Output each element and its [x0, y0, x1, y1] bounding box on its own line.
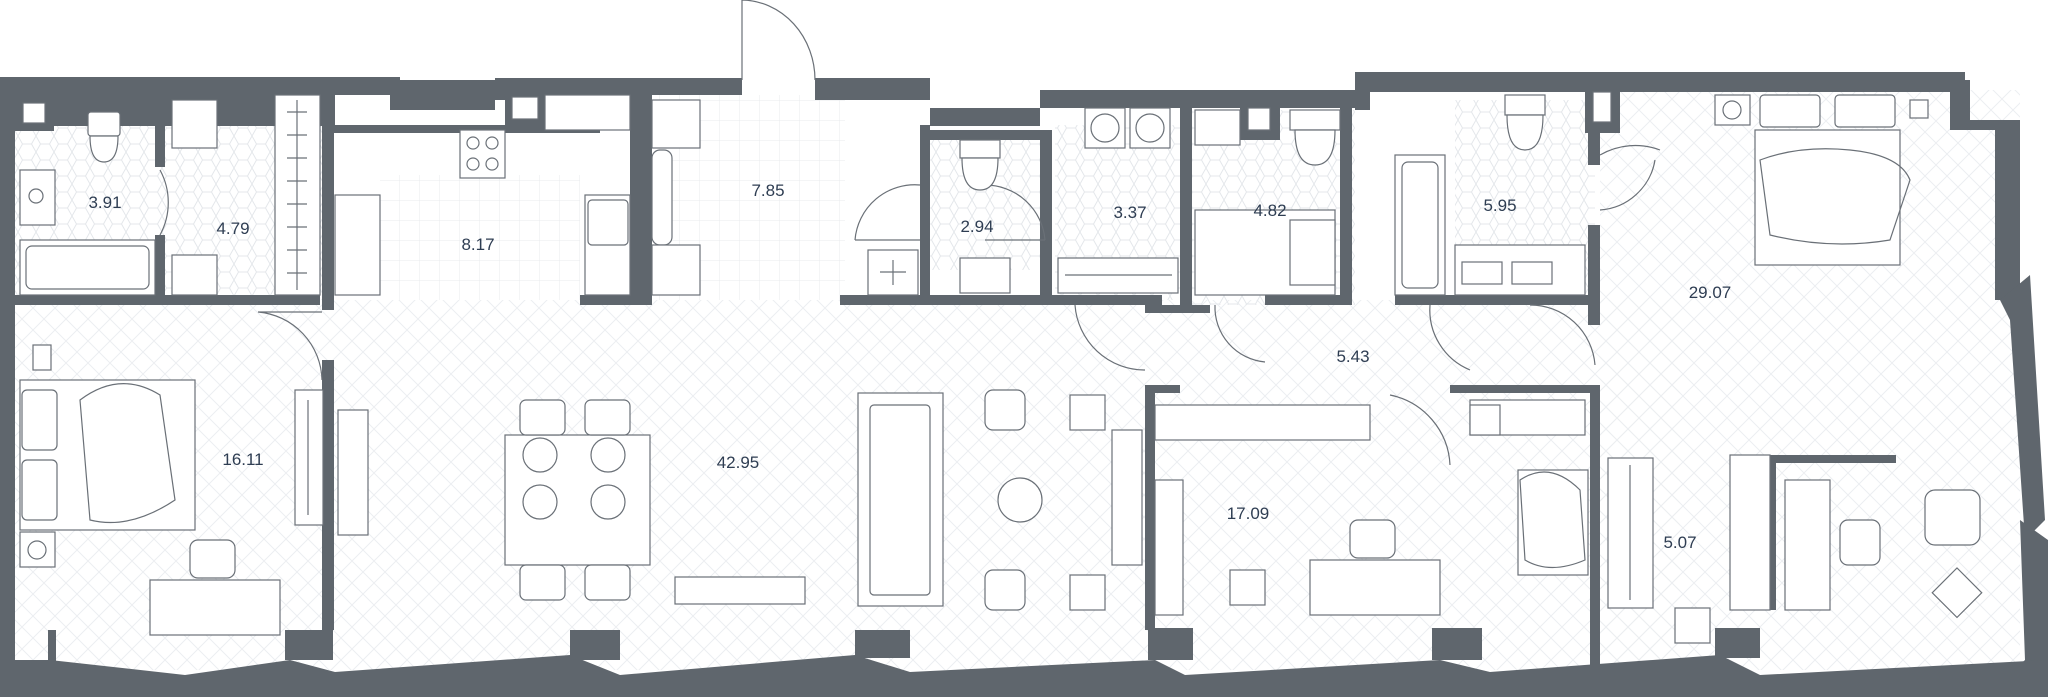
walls — [0, 72, 2048, 697]
room-area-wardrobe-1: 4.79 — [216, 219, 249, 238]
room-area-bath-2: 4.82 — [1253, 201, 1286, 220]
entrance-door — [741, 0, 816, 95]
interior-doors — [159, 144, 1661, 466]
room-area-bath-3: 5.95 — [1483, 196, 1516, 215]
fixtures — [19, 94, 1983, 644]
room-labels: 3.91 4.79 8.17 7.85 2.94 3.37 4.82 5.95 … — [88, 181, 1731, 552]
room-area-wc: 2.94 — [960, 217, 993, 236]
room-area-bath-1: 3.91 — [88, 193, 121, 212]
room-area-laundry: 3.37 — [1113, 203, 1146, 222]
room-area-wardrobe-2: 5.07 — [1663, 533, 1696, 552]
room-area-bedroom-middle: 17.09 — [1227, 504, 1270, 523]
room-area-bedroom-left: 16.11 — [222, 450, 263, 469]
room-area-living-dining: 42.95 — [717, 453, 760, 472]
room-area-bedroom-master: 29.07 — [1689, 283, 1732, 302]
room-area-kitchen: 8.17 — [461, 235, 494, 254]
room-area-corridor: 5.43 — [1336, 347, 1369, 366]
room-area-hall-entry: 7.85 — [751, 181, 784, 200]
outer-wall-bottom — [0, 655, 2048, 697]
